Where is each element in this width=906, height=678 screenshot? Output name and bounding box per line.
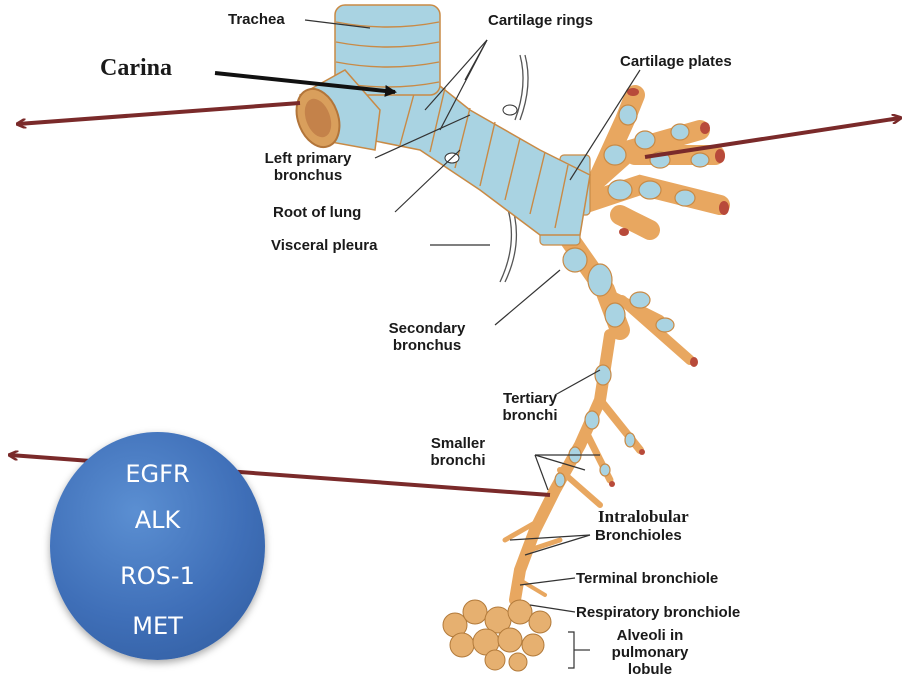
label-cartilage-rings: Cartilage rings [488,12,593,29]
label-visceral-pleura: Visceral pleura [271,237,377,254]
label-tertiary-bronchi: Tertiary bronchi [490,390,570,424]
mutation-badge: EGFR ALK ROS-1 MET [50,432,265,660]
label-trachea: Trachea [228,11,285,28]
label-left-primary-bronchus: Left primary bronchus [243,150,373,184]
label-carina: Carina [100,60,172,77]
label-secondary-line2: bronchus [393,337,461,354]
label-secondary-bronchus: Secondary bronchus [367,320,487,354]
label-tertiary-line1: Tertiary [503,390,557,407]
label-root-of-lung: Root of lung [273,204,361,221]
label-respiratory-bronchiole: Respiratory bronchiole [576,604,740,621]
label-tertiary-line2: bronchi [503,407,558,424]
label-smaller-line2: bronchi [431,452,486,469]
label-secondary-line1: Secondary [389,320,466,337]
label-left-primary-line1: Left primary [265,150,352,167]
badge-item-met: MET [50,612,265,640]
label-alveoli-line1: Alveoli in [617,627,684,644]
label-intralobular: Intralobular [598,508,689,525]
badge-item-ros1: ROS-1 [50,562,265,590]
badge-item-alk: ALK [50,506,265,534]
label-alveoli-line3: lobule [628,661,672,678]
label-bronchioles: Bronchioles [595,527,682,544]
label-cartilage-plates: Cartilage plates [620,53,732,70]
label-smaller-line1: Smaller [431,435,485,452]
label-smaller-bronchi: Smaller bronchi [418,435,498,469]
label-left-primary-line2: bronchus [274,167,342,184]
label-alveoli: Alveoli in pulmonary lobule [595,627,705,678]
label-alveoli-line2: pulmonary [612,644,689,661]
label-terminal-bronchiole: Terminal bronchiole [576,570,718,587]
badge-item-egfr: EGFR [50,460,265,488]
